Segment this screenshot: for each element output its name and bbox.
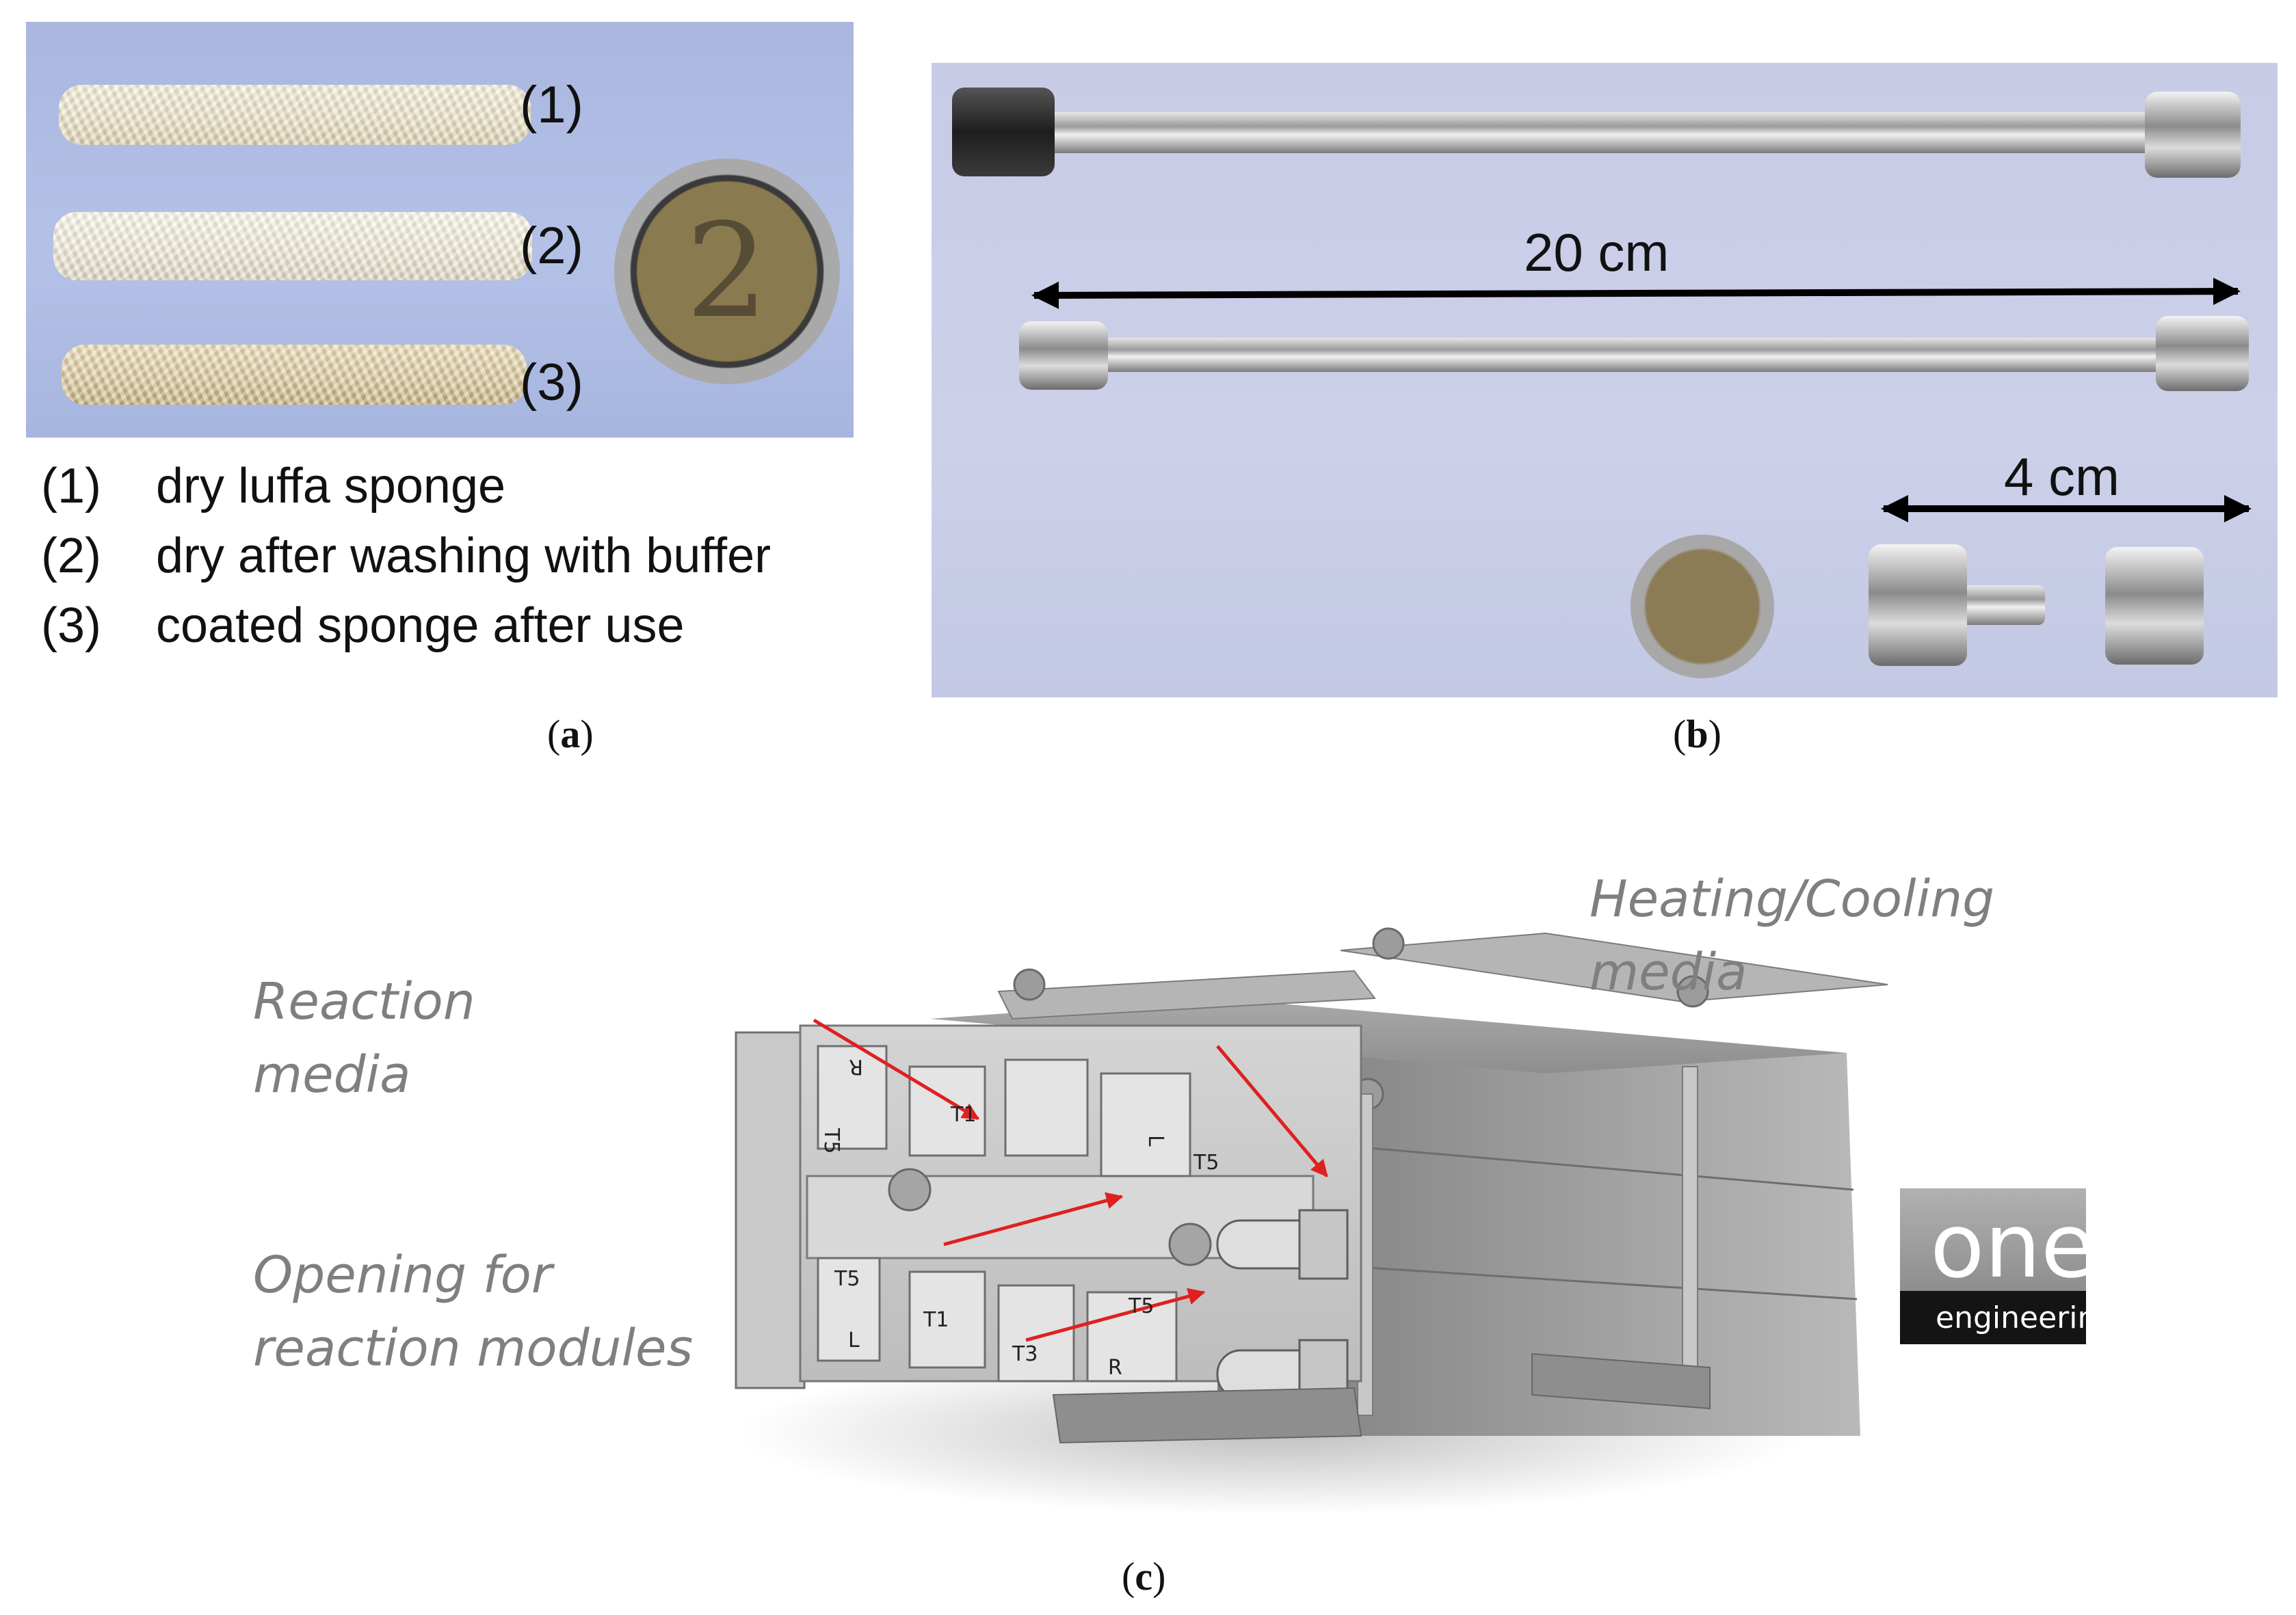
legend-item-3: (3) coated sponge after use bbox=[41, 598, 685, 654]
caption-paren: ) bbox=[580, 712, 594, 756]
bolt-head bbox=[1013, 968, 1046, 1001]
block-top bbox=[930, 998, 1847, 1073]
legend-text: dry luffa sponge bbox=[156, 459, 506, 513]
tube-nut bbox=[2145, 92, 2241, 178]
caption-letter: b bbox=[1686, 712, 1708, 756]
module-tag: R bbox=[1108, 1356, 1122, 1380]
dimension-arrows bbox=[1031, 278, 2252, 522]
callout-opening: Opening for reaction modules bbox=[253, 1239, 693, 1386]
callout-line: Reaction bbox=[253, 972, 475, 1031]
tube-nut bbox=[2156, 316, 2249, 391]
arrow-20cm bbox=[1031, 278, 2241, 309]
callout-line: media bbox=[1589, 943, 1747, 1002]
caption-paren: ( bbox=[1673, 712, 1687, 756]
legend-item-1: (1) dry luffa sponge bbox=[41, 458, 505, 514]
tube-nut bbox=[2105, 547, 2204, 665]
module-tag: R bbox=[849, 1054, 863, 1078]
reaction-modules bbox=[817, 1045, 1191, 1383]
caption-paren: ) bbox=[1152, 1554, 1166, 1599]
base-foot bbox=[1531, 1352, 1711, 1410]
tube-nut bbox=[1869, 544, 1967, 666]
sponge-label-3: (3) bbox=[520, 353, 583, 412]
callout-reaction-media: Reaction media bbox=[253, 965, 475, 1112]
caption-letter: a bbox=[560, 712, 581, 756]
callout-line: media bbox=[253, 1045, 411, 1105]
two-euro-coin bbox=[1631, 535, 1774, 678]
caption-paren: ( bbox=[1122, 1554, 1135, 1599]
callout-line: reaction modules bbox=[253, 1319, 694, 1378]
arrow-reaction-media bbox=[813, 1018, 980, 1121]
sponge-3 bbox=[62, 345, 527, 405]
module-tag: T3 bbox=[1012, 1342, 1038, 1366]
module-tag: T1 bbox=[923, 1308, 949, 1332]
arrow-opening-upper bbox=[943, 1192, 1124, 1246]
left-end-plate bbox=[735, 1031, 806, 1389]
block-side bbox=[1217, 998, 1860, 1436]
sponge-label-1: (1) bbox=[520, 76, 583, 134]
caption-c: (c) bbox=[1122, 1553, 1165, 1599]
caption-paren: ) bbox=[1708, 712, 1721, 756]
caption-a: (a) bbox=[547, 711, 594, 757]
caption-letter: c bbox=[1135, 1554, 1153, 1599]
logo-lower: engineerin bbox=[1900, 1291, 2086, 1344]
legend-number: (3) bbox=[41, 598, 101, 653]
callout-line: Heating/Cooling bbox=[1589, 870, 1995, 929]
caption-paren: ( bbox=[547, 712, 561, 756]
legend-item-2: (2) dry after washing with buffer bbox=[41, 528, 771, 584]
length-label-4cm: 4 cm bbox=[2004, 446, 2120, 507]
one-engineering-logo: one engineerin bbox=[1900, 1188, 2086, 1344]
module-tag: L bbox=[848, 1329, 860, 1352]
legend-text: dry after washing with buffer bbox=[156, 529, 771, 583]
sponge-label-2: (2) bbox=[520, 217, 583, 275]
tube-nut bbox=[952, 88, 1055, 176]
luffa-sponge-photo: (1) (2) (3) 2 bbox=[26, 22, 854, 438]
opening-hole bbox=[1168, 1223, 1212, 1266]
module-tag: T5 bbox=[834, 1267, 860, 1291]
module-tag: T1 bbox=[950, 1103, 976, 1127]
long-tube-top bbox=[1027, 112, 2169, 153]
logo-upper: one bbox=[1900, 1188, 2086, 1291]
opening-hole bbox=[888, 1168, 932, 1212]
caption-b: (b) bbox=[1673, 711, 1721, 757]
legend-number: (2) bbox=[41, 529, 101, 583]
reactor-tubes-photo: 20 cm 4 cm bbox=[932, 63, 2278, 697]
arrow-opening-lower bbox=[1025, 1287, 1206, 1342]
two-euro-coin: 2 bbox=[614, 159, 840, 384]
logo-subword: engineerin bbox=[1936, 1300, 2086, 1335]
module-tag: T5 bbox=[819, 1127, 843, 1153]
sponge-2 bbox=[53, 212, 532, 280]
module-tag: T5 bbox=[1193, 1151, 1219, 1175]
bolt-head bbox=[1372, 927, 1405, 960]
length-label-20cm: 20 cm bbox=[1524, 222, 1670, 282]
bolt-head bbox=[1676, 975, 1709, 1008]
callout-line: Opening for bbox=[253, 1246, 553, 1305]
long-tube-middle bbox=[1055, 338, 2163, 372]
tie-rod bbox=[1682, 1066, 1698, 1396]
arrow-heating-cooling bbox=[1216, 1045, 1328, 1177]
sponge-1 bbox=[59, 85, 531, 145]
clamp-bar bbox=[1340, 932, 1888, 1003]
callout-heating-cooling: Heating/Cooling media bbox=[1589, 863, 1994, 1010]
base-foot bbox=[1052, 1387, 1362, 1444]
legend-text: coated sponge after use bbox=[156, 598, 685, 653]
logo-word: one bbox=[1930, 1194, 2086, 1291]
clamp-bar bbox=[997, 970, 1376, 1020]
module-tag: T5 bbox=[1128, 1294, 1154, 1318]
tube-nut bbox=[1019, 321, 1108, 390]
coin-digit: 2 bbox=[685, 196, 769, 347]
module-tag: L bbox=[1144, 1135, 1167, 1147]
legend-number: (1) bbox=[41, 459, 101, 513]
